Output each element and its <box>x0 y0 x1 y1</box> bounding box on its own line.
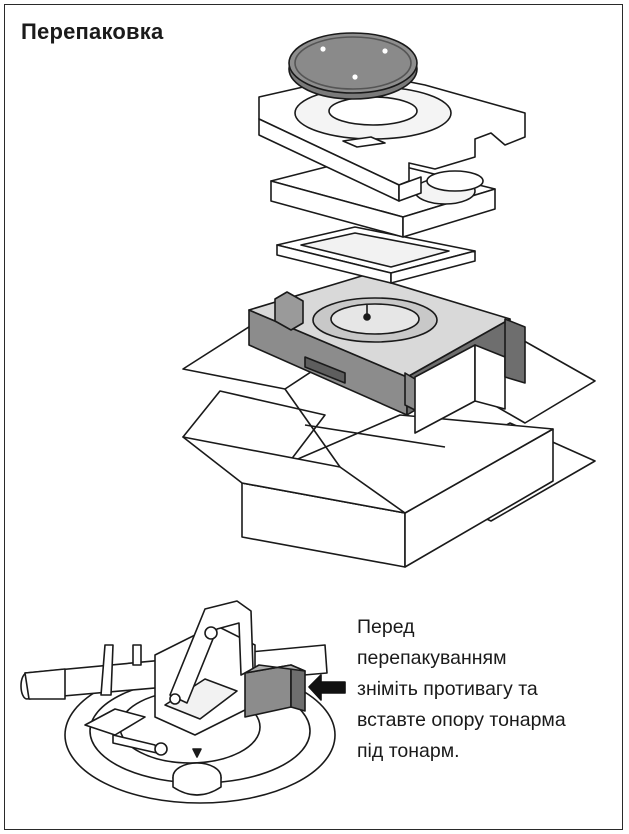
instruction-line-3: зніміть противагу та <box>357 678 538 700</box>
top-foam-cover <box>258 72 526 202</box>
section-title: Перепаковка <box>21 19 164 44</box>
instruction-line-1: Перед <box>357 616 415 638</box>
arrow-left-icon <box>308 674 346 701</box>
lower-foam-tray <box>248 274 526 434</box>
instruction-line-2: перепакуванням <box>357 647 507 669</box>
instruction-line-4: вставте опору тонарма <box>357 709 566 731</box>
instruction-line-5: під тонарм. <box>357 740 460 762</box>
tonearm-detail <box>20 600 336 804</box>
repacking-illustration <box>20 32 596 804</box>
repacking-instruction: Перед перепакуванням зніміть противагу т… <box>357 612 617 767</box>
page-frame: Перепаковка <box>4 4 623 830</box>
turntable-platter <box>288 32 418 100</box>
thin-foam-frame <box>276 226 476 284</box>
